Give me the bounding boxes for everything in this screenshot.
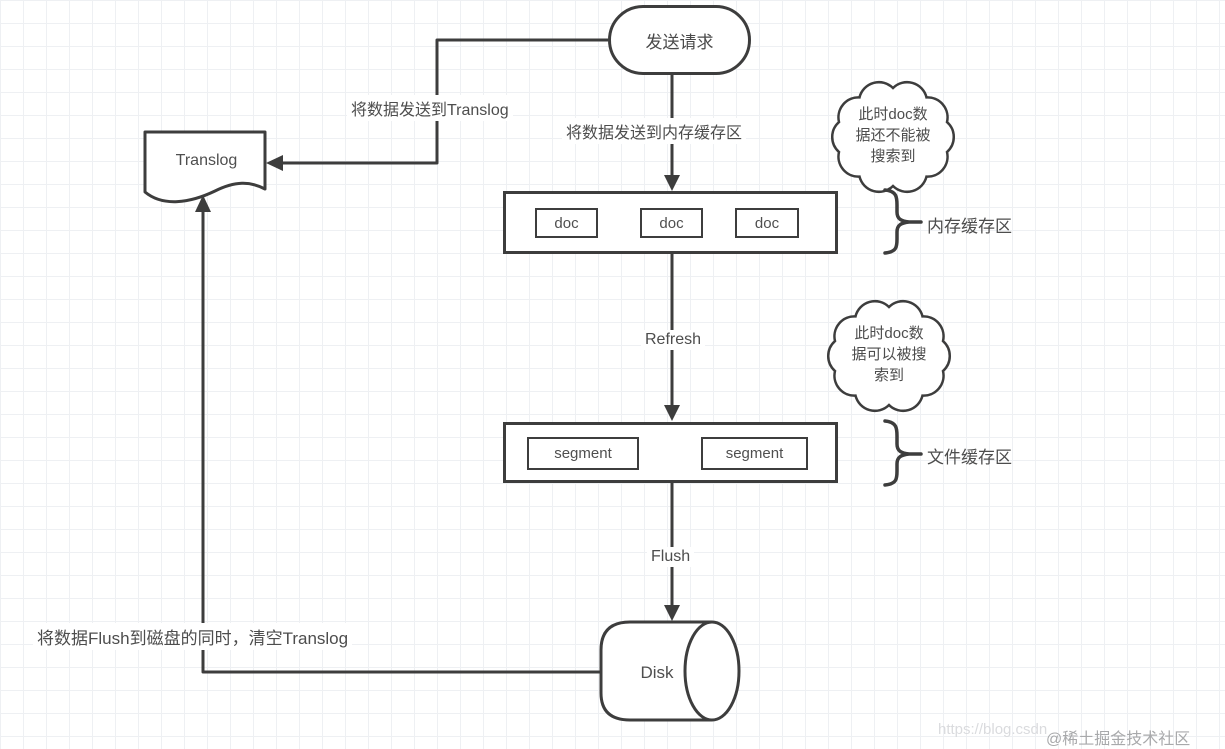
disk-cylinder-shape: [599, 620, 741, 722]
edge-label-to-translog: 将数据发送到Translog: [347, 95, 513, 121]
file-cache-label: 文件缓存区: [927, 448, 1012, 467]
arrowhead-down-buffer-icon: [664, 175, 680, 191]
edge-label-refresh: Refresh: [641, 330, 706, 350]
node-send-request-label: 发送请求: [645, 32, 714, 52]
edge-label-flush: Flush: [647, 547, 695, 567]
node-translog-label: Translog: [175, 152, 238, 169]
segment-box-1-label: segment: [554, 445, 612, 462]
cloud-searchable-text: 此时doc数 据可以被搜 索到: [831, 323, 947, 386]
doc-box-3-label: doc: [754, 214, 780, 232]
watermark-community: @稀土掘金技术社区: [1046, 731, 1191, 748]
segment-box-1: segment: [527, 437, 639, 470]
cloud-not-searchable-text: 此时doc数 据还不能被 搜索到: [835, 104, 951, 167]
doc-box-3: doc: [735, 208, 799, 238]
node-send-request: 发送请求: [608, 5, 751, 75]
arrowhead-down-disk-icon: [664, 605, 680, 621]
translog-document-shape: [143, 130, 267, 204]
edge-label-to-buffer: 将数据发送到内存缓存区: [562, 118, 747, 144]
arrowhead-left-icon: [266, 155, 283, 171]
cloud1-line2: 据还不能被: [855, 127, 931, 144]
brace-memory-buffer: [883, 188, 923, 255]
arrowhead-up-translog-icon: [195, 195, 211, 212]
doc-box-2-label: doc: [659, 214, 684, 232]
cloud2-line2: 据可以被搜: [851, 346, 927, 363]
edge-label-flush-loop: 将数据Flush到磁盘的同时，清空Translog: [33, 623, 353, 650]
doc-box-2: doc: [640, 208, 703, 238]
cloud1-line3: 搜索到: [870, 148, 916, 165]
brace-file-cache: [883, 419, 923, 487]
cloud2-line3: 索到: [873, 367, 904, 384]
arrowhead-down-segment-icon: [664, 405, 680, 421]
doc-box-1: doc: [535, 208, 598, 238]
cloud2-line1: 此时doc数: [854, 325, 924, 342]
segment-box-2: segment: [701, 437, 808, 470]
memory-buffer-label: 内存缓存区: [927, 217, 1012, 236]
segment-box-2-label: segment: [725, 445, 784, 462]
doc-box-1-label: doc: [554, 214, 579, 232]
edge-disk-to-translog-loop: [201, 210, 602, 674]
node-disk-label: Disk: [640, 663, 674, 682]
watermark-url: https://blog.csdn: [938, 721, 1048, 738]
cloud1-line1: 此时doc数: [858, 106, 928, 123]
